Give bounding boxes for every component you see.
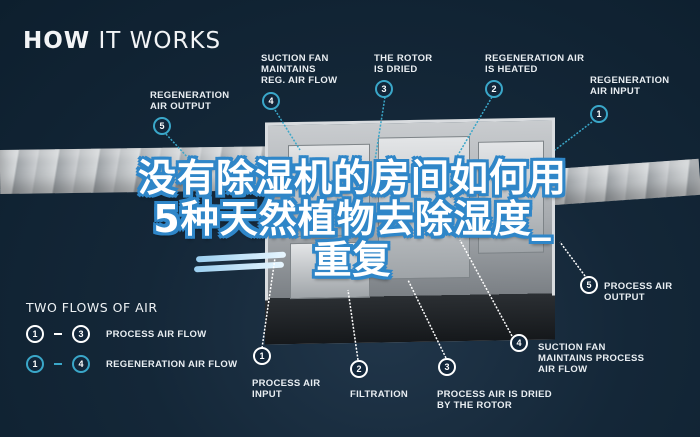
callout-label-regeneration-air-output: REGENERATION AIR OUTPUT <box>150 90 230 112</box>
callout-label-process-air-dried: PROCESS AIR IS DRIED BY THE ROTOR <box>437 389 552 411</box>
callout-number-3: 3 <box>375 80 393 98</box>
callout-number-1: 1 <box>253 347 271 365</box>
legend-from-number: 1 <box>26 325 44 343</box>
callout-label-regeneration-heated: REGENERATION AIR IS HEATED <box>485 53 585 75</box>
legend-row-regeneration: 1 4 REGENERATION AIR FLOW <box>26 355 237 373</box>
callout-number-5: 5 <box>153 117 171 135</box>
callout-number-5: 5 <box>580 276 598 294</box>
overlay-title-line3: 重复 <box>313 238 392 282</box>
callout-label-process-air-input: PROCESS AIR INPUT <box>252 378 321 400</box>
legend-from-number: 1 <box>26 355 44 373</box>
callout-label-suction-fan-reg: SUCTION FAN MAINTAINS REG. AIR FLOW <box>261 53 338 86</box>
callout-label-filtration: FILTRATION <box>350 389 409 400</box>
legend-to-number: 3 <box>72 325 90 343</box>
overlay-title: 没有除湿机的房间如何用 5种天然植物去除湿度_ 重复 <box>100 158 605 281</box>
overlay-title-line1: 没有除湿机的房间如何用 <box>137 156 567 200</box>
legend-label: PROCESS AIR FLOW <box>106 328 207 340</box>
legend-to-number: 4 <box>72 355 90 373</box>
callout-number-1: 1 <box>590 105 608 123</box>
callout-label-suction-fan-process: SUCTION FAN MAINTAINS PROCESS AIR FLOW <box>538 342 645 375</box>
page-heading: HOW IT WORKS <box>23 28 222 54</box>
callout-label-regeneration-input: REGENERATION AIR INPUT <box>590 75 670 97</box>
legend-dash <box>54 333 62 335</box>
callout-number-2: 2 <box>485 80 503 98</box>
callout-number-4: 4 <box>510 334 528 352</box>
legend-title: TWO FLOWS OF AIR <box>26 300 158 315</box>
legend-label: REGENERATION AIR FLOW <box>106 358 238 370</box>
callout-label-process-air-output: PROCESS AIR OUTPUT <box>604 281 673 303</box>
callout-number-4: 4 <box>262 92 280 110</box>
legend-dash <box>54 363 62 365</box>
callout-label-rotor-dried: THE ROTOR IS DRIED <box>374 53 433 75</box>
airflow-legend: TWO FLOWS OF AIR 1 3 PROCESS AIR FLOW 1 … <box>26 300 237 373</box>
callout-number-3: 3 <box>438 358 456 376</box>
callout-number-2: 2 <box>350 360 368 378</box>
overlay-title-line2: 5种天然植物去除湿度_ <box>153 197 552 241</box>
legend-row-process: 1 3 PROCESS AIR FLOW <box>26 325 237 343</box>
